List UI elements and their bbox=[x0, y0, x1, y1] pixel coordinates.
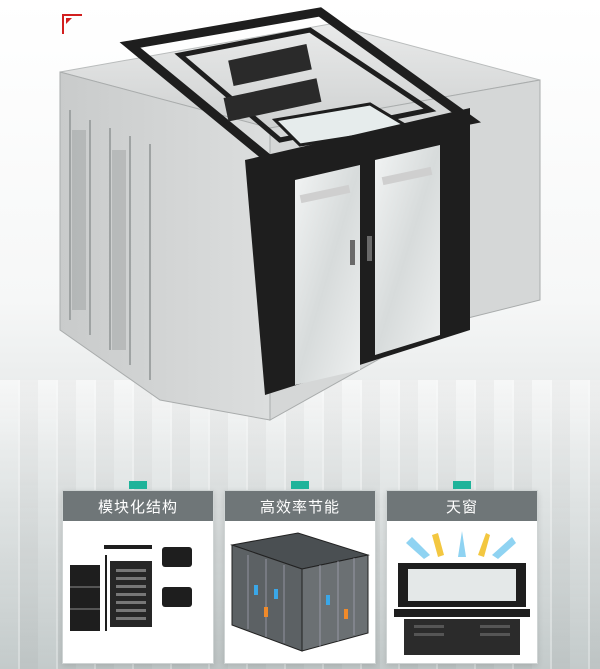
modular-parts-image bbox=[70, 545, 192, 631]
feature-label: 高效率节能 bbox=[225, 491, 375, 521]
feature-cards: 模块化结构 高效率节能 天窗 bbox=[62, 481, 538, 664]
feature-card-energy[interactable]: 高效率节能 bbox=[224, 481, 376, 664]
card-accent bbox=[129, 481, 147, 489]
feature-card-skylight[interactable]: 天窗 bbox=[386, 481, 538, 664]
feature-label: 模块化结构 bbox=[63, 491, 213, 521]
corner-mark-icon bbox=[62, 14, 82, 34]
skylight-image bbox=[394, 531, 530, 655]
card-accent bbox=[453, 481, 471, 489]
energy-aisle-image bbox=[230, 532, 370, 652]
airflow-arrow-icon bbox=[406, 531, 516, 559]
feature-card-modular[interactable]: 模块化结构 bbox=[62, 481, 214, 664]
feature-label: 天窗 bbox=[387, 491, 537, 521]
card-accent bbox=[291, 481, 309, 489]
hero-cabinet-illustration bbox=[59, 7, 541, 421]
